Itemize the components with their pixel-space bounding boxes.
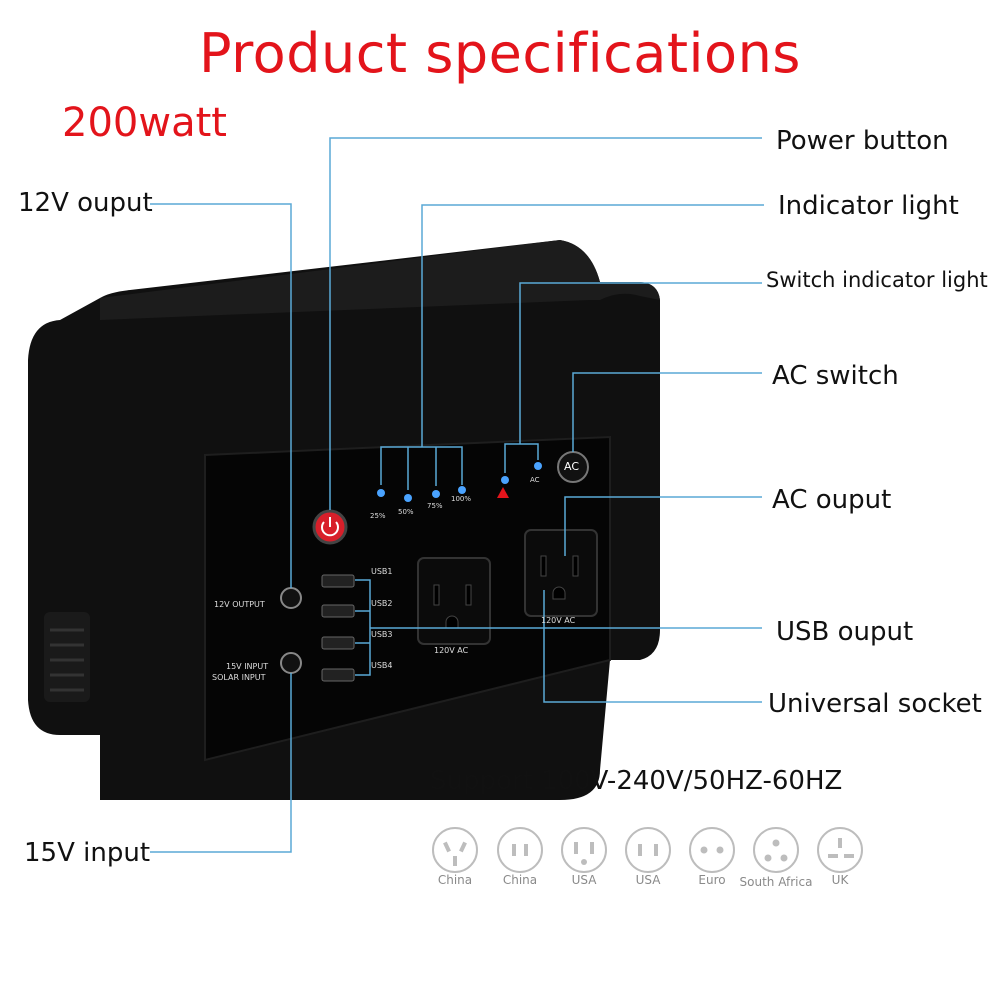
plug-china-2-icon	[497, 827, 543, 873]
usb-port-1	[321, 574, 355, 588]
callout-15v-input: 15V input	[24, 838, 151, 868]
label-ac-button: AC	[564, 460, 580, 473]
leader-ac-switch	[572, 372, 762, 452]
plug-usa-2-icon	[625, 827, 671, 873]
leader-15v	[150, 673, 292, 853]
usb-port-4	[321, 668, 355, 682]
ac-socket-2	[524, 529, 598, 617]
label-usb2: USB2	[371, 599, 393, 608]
leader-indicator-bracket	[380, 446, 463, 485]
plug-usa-1-icon	[561, 827, 607, 873]
led-50	[404, 494, 412, 502]
label-usb4: USB4	[371, 661, 393, 670]
callout-power-button: Power button	[776, 126, 949, 156]
plug-euro-icon	[689, 827, 735, 873]
plug-south-africa-icon	[753, 827, 799, 873]
led-25	[377, 489, 385, 497]
plug-china-1-icon	[432, 827, 478, 873]
label-15v-input: 15V INPUT	[226, 662, 269, 671]
plug-label: UK	[831, 873, 849, 887]
callout-indicator-light: Indicator light	[778, 191, 959, 221]
callout-ac-switch: AC switch	[772, 361, 899, 391]
switch-indicator-led	[501, 476, 509, 484]
label-socket-1: 120V AC	[434, 646, 469, 655]
callout-universal-socket: Universal socket	[768, 689, 982, 719]
ac-socket-1	[417, 557, 491, 645]
callout-switch-indicator-light: Switch indicator light	[766, 268, 988, 292]
label-12v-output: 12V OUTPUT	[214, 600, 265, 609]
callout-usb-output: USB ouput	[776, 617, 914, 647]
plug-label: Euro	[698, 873, 726, 887]
label-socket-2: 120V AC	[541, 616, 576, 625]
leader-indicator	[421, 204, 764, 447]
led-100	[458, 486, 466, 494]
usb-port-3	[321, 636, 355, 650]
plug-icons	[432, 827, 863, 873]
wattage-label: 200watt	[62, 100, 227, 146]
callout-ac-output: AC ouput	[772, 485, 892, 515]
leader-power	[329, 137, 762, 510]
label-100: 100%	[451, 495, 472, 503]
leader-switch-bracket	[504, 443, 539, 473]
label-50: 50%	[398, 508, 414, 516]
led-75	[432, 490, 440, 498]
front-panel	[204, 435, 611, 762]
warning-icon	[497, 487, 509, 498]
power-icon	[321, 521, 339, 537]
leader-ac-output	[564, 496, 762, 556]
label-usb1: USB1	[371, 567, 393, 576]
callout-12v-output: 12V ouput	[18, 188, 153, 218]
label-75: 75%	[427, 502, 443, 510]
voltage-support-text: Support 100V-240V/50HZ-60HZ	[430, 766, 843, 796]
plug-label: South Africa	[739, 875, 813, 889]
plug-uk-icon	[817, 827, 863, 873]
plug-label: China	[437, 873, 473, 887]
plug-label: China	[502, 873, 538, 887]
leader-lines	[150, 137, 764, 853]
label-ac-small: AC	[530, 476, 540, 484]
leader-12v	[150, 203, 292, 588]
label-25: 25%	[370, 512, 386, 520]
label-usb3: USB3	[371, 630, 393, 639]
usb-port-2	[321, 604, 355, 618]
ac-led	[534, 462, 542, 470]
leader-switch-indicator	[519, 282, 762, 444]
fifteen-v-jack	[280, 652, 302, 674]
side-vent	[44, 612, 90, 702]
plug-label: USA	[635, 873, 661, 887]
twelve-v-jack	[280, 587, 302, 609]
label-solar-input: SOLAR INPUT	[212, 673, 266, 682]
power-button	[312, 509, 348, 545]
page-title: Product specifications	[199, 22, 801, 85]
plug-label: USA	[571, 873, 597, 887]
leader-universal	[543, 590, 762, 703]
